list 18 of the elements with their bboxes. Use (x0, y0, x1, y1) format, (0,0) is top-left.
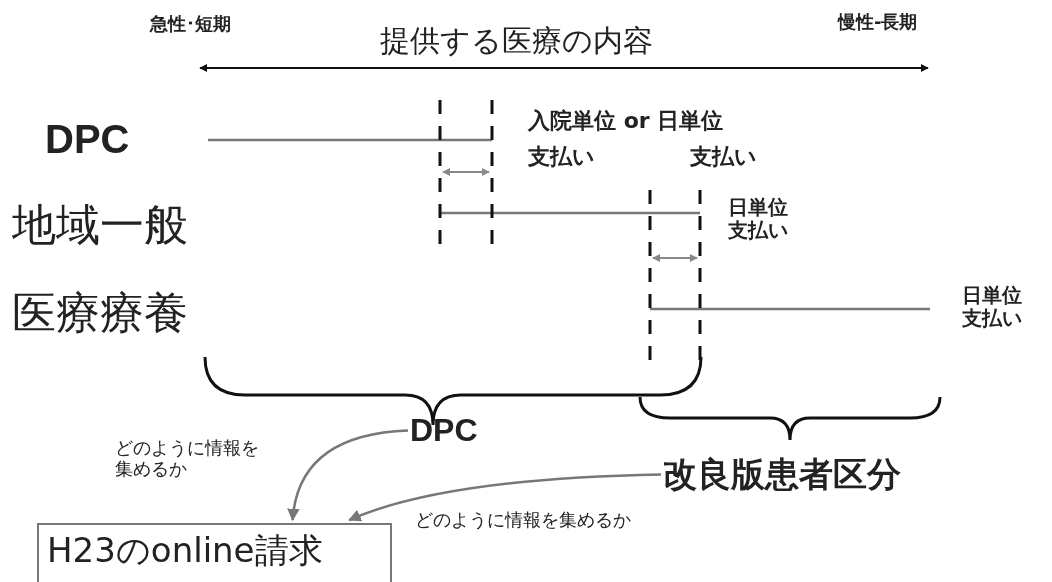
category-label: 改良版患者区分 (663, 455, 901, 495)
edge-label: どのように情報を集めるか (415, 510, 631, 531)
row-label: DPC (45, 116, 130, 162)
arrow (287, 429, 409, 522)
category-label: DPC (410, 412, 478, 449)
annotation-text: 日単位支払い (728, 196, 789, 242)
row-label: 医療療養 (12, 288, 188, 339)
annotation-text: 入院単位 or 日単位 (528, 108, 724, 134)
title: 提供する医療の内容 (380, 24, 653, 59)
annotation-text: 日単位支払い (962, 284, 1023, 330)
edge-label: どのように情報を集めるか (115, 438, 260, 480)
annotation-text: 支払い (690, 144, 757, 170)
row-label: 地域一般 (12, 200, 188, 251)
arrow (348, 473, 662, 522)
text-box: H23のonline請求 (37, 523, 392, 582)
annotation-text: 支払い (528, 144, 595, 170)
annotation-text: 慢性-長期 (838, 12, 918, 33)
annotation-text: 急性･短期 (150, 14, 231, 35)
